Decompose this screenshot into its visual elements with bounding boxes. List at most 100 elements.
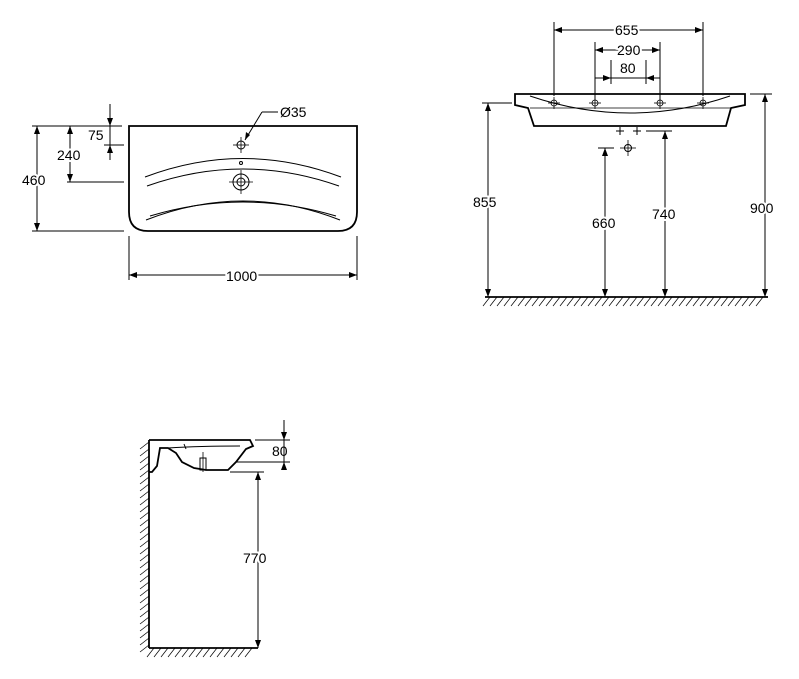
hatch-line bbox=[139, 462, 150, 471]
basin-inner-bowl bbox=[145, 200, 341, 221]
hatch-line bbox=[167, 647, 176, 658]
hatch-line bbox=[692, 296, 701, 307]
hatch-line bbox=[685, 296, 694, 307]
hatch-line bbox=[503, 296, 512, 307]
hatch-line bbox=[139, 553, 150, 562]
wall-connection-icon bbox=[616, 127, 641, 156]
hatch-line bbox=[608, 296, 617, 307]
hatch-line bbox=[580, 296, 589, 307]
floor-hatch-front bbox=[482, 296, 764, 307]
dim-basin-depth: 80 bbox=[272, 443, 288, 459]
hatch-line bbox=[195, 647, 204, 658]
hatch-line bbox=[139, 602, 150, 611]
hatch-line bbox=[146, 647, 155, 658]
hatch-line bbox=[566, 296, 575, 307]
hatch-line bbox=[748, 296, 757, 307]
dim-tap-offset: 75 bbox=[88, 127, 104, 143]
hatch-line bbox=[153, 647, 162, 658]
hatch-line bbox=[139, 455, 150, 464]
hatch-line bbox=[139, 560, 150, 569]
dim-height-top: 900 bbox=[750, 200, 774, 216]
dim-depth: 460 bbox=[22, 172, 46, 188]
hatch-line bbox=[139, 637, 150, 646]
hatch-line bbox=[139, 630, 150, 639]
hatch-line bbox=[734, 296, 743, 307]
hatch-line bbox=[741, 296, 750, 307]
hatch-line bbox=[629, 296, 638, 307]
hatch-line bbox=[244, 647, 253, 658]
side-drain-icon bbox=[183, 443, 207, 472]
dim-middle-holes: 290 bbox=[617, 42, 641, 58]
hatch-line bbox=[678, 296, 687, 307]
dim-height-outlet: 740 bbox=[652, 206, 676, 222]
hatch-line bbox=[139, 448, 150, 457]
dim-outer-holes: 655 bbox=[615, 22, 639, 38]
hatch-line bbox=[209, 647, 218, 658]
dim-tap-hole: Ø35 bbox=[280, 104, 307, 120]
floor-hatch-side bbox=[146, 647, 253, 658]
hatch-line bbox=[139, 623, 150, 632]
hatch-line bbox=[139, 644, 150, 653]
hatch-line bbox=[139, 490, 150, 499]
tap-hole-icon bbox=[233, 137, 249, 153]
hatch-line bbox=[139, 567, 150, 576]
hatch-line bbox=[139, 504, 150, 513]
hatch-line bbox=[517, 296, 526, 307]
hatch-line bbox=[615, 296, 624, 307]
hatch-line bbox=[538, 296, 547, 307]
hatch-line bbox=[139, 595, 150, 604]
hatch-line bbox=[230, 647, 239, 658]
hatch-line bbox=[139, 609, 150, 618]
hatch-line bbox=[482, 296, 491, 307]
hatch-line bbox=[622, 296, 631, 307]
top-view: Ø35 1000 460 240 75 bbox=[20, 104, 358, 286]
hatch-line bbox=[545, 296, 554, 307]
dim-width: 1000 bbox=[226, 268, 257, 284]
hatch-line bbox=[489, 296, 498, 307]
hatch-line bbox=[552, 296, 561, 307]
dim-tap-to-drain: 240 bbox=[57, 147, 81, 163]
hatch-line bbox=[139, 497, 150, 506]
side-view: 80 770 bbox=[139, 420, 290, 658]
hatch-line bbox=[510, 296, 519, 307]
hatch-line bbox=[139, 546, 150, 555]
hatch-line bbox=[216, 647, 225, 658]
hatch-line bbox=[139, 574, 150, 583]
hatch-line bbox=[139, 441, 150, 450]
hatch-line bbox=[720, 296, 729, 307]
hatch-line bbox=[524, 296, 533, 307]
hatch-line bbox=[139, 539, 150, 548]
hatch-line bbox=[699, 296, 708, 307]
hatch-line bbox=[237, 647, 246, 658]
hatch-line bbox=[139, 581, 150, 590]
hatch-line bbox=[181, 647, 190, 658]
hatch-line bbox=[174, 647, 183, 658]
hatch-line bbox=[727, 296, 736, 307]
hatch-line bbox=[657, 296, 666, 307]
basin-outline-side bbox=[149, 439, 255, 473]
hatch-line bbox=[594, 296, 603, 307]
hatch-line bbox=[139, 518, 150, 527]
hatch-line bbox=[671, 296, 680, 307]
dim-inner-holes: 80 bbox=[620, 60, 636, 76]
hatch-line bbox=[139, 483, 150, 492]
hatch-line bbox=[650, 296, 659, 307]
hatch-line bbox=[706, 296, 715, 307]
dim-height-drain: 660 bbox=[592, 215, 616, 231]
basin-inner-rim-upper-2 bbox=[146, 168, 340, 187]
hatch-line bbox=[587, 296, 596, 307]
dim-height-rim: 855 bbox=[473, 194, 497, 210]
hatch-line bbox=[643, 296, 652, 307]
basin-side-inner bbox=[167, 445, 241, 449]
hatch-line bbox=[139, 525, 150, 534]
hatch-line bbox=[573, 296, 582, 307]
hatch-line bbox=[713, 296, 722, 307]
hatch-line bbox=[636, 296, 645, 307]
hatch-line bbox=[496, 296, 505, 307]
dim-height-floor: 770 bbox=[243, 550, 267, 566]
hatch-line bbox=[139, 511, 150, 520]
hatch-line bbox=[202, 647, 211, 658]
hatch-line bbox=[139, 616, 150, 625]
basin-outline-front bbox=[514, 93, 746, 127]
